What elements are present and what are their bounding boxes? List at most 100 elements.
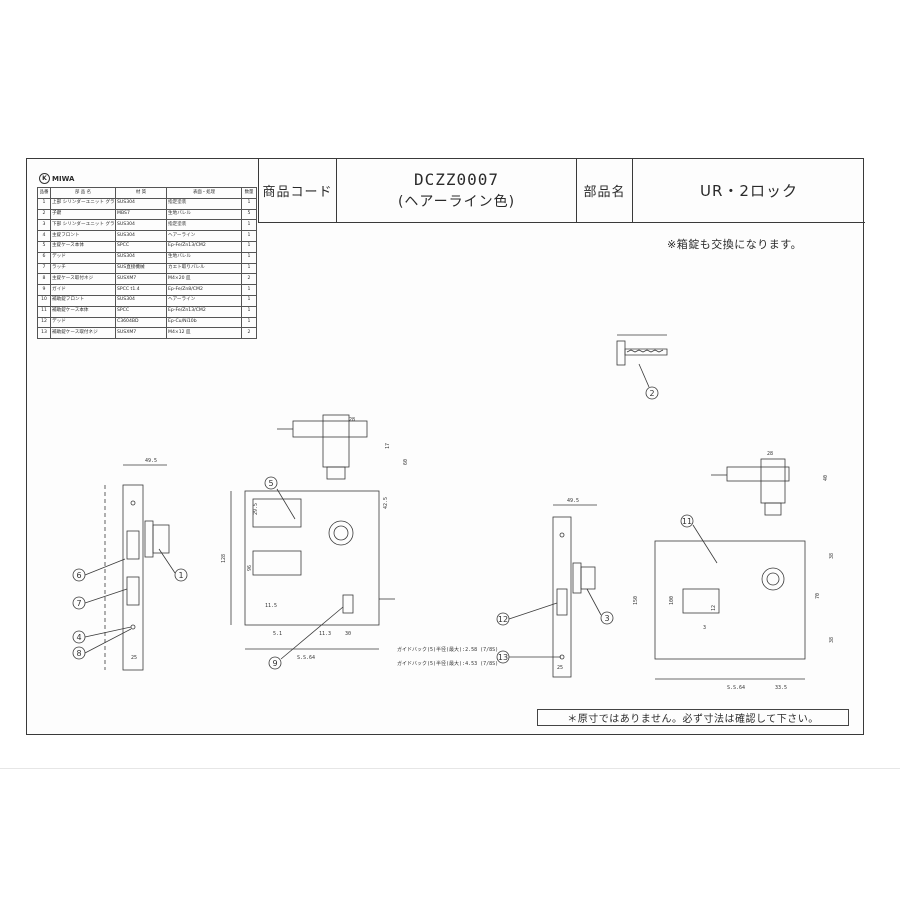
- callout-1: 1: [178, 571, 183, 580]
- callout-leader-3: [586, 588, 602, 616]
- dim-label-14: 25: [131, 655, 137, 661]
- main-case-cylinder-core: [333, 525, 349, 541]
- table-row: 1上部 シリンダーユニット グラシャフトSUS304指定塗装1: [37, 197, 257, 210]
- aux-front-screw-top: [559, 532, 565, 538]
- dim-label-1b: 49.5: [567, 498, 579, 504]
- aux-cylinder-knob: [580, 566, 596, 590]
- aux-front-plate: [552, 516, 572, 678]
- dim-label-7: 38: [829, 637, 835, 643]
- main-case-latch: [252, 550, 302, 576]
- callout-leader-2: [638, 363, 650, 388]
- dim-label-5: 70: [815, 593, 821, 599]
- parts-header-qty: 数量: [241, 187, 257, 199]
- key-cuts: [626, 349, 664, 353]
- aux-top-bolt-shaft: [726, 466, 790, 482]
- table-row: 3下部 シリンダーユニット グラシャフトSUS304指定塗装1: [37, 219, 257, 232]
- parts-cell-c4: 1: [241, 219, 257, 232]
- aux-cylinder-side: [572, 562, 582, 594]
- main-lock-body: [230, 414, 380, 650]
- parts-table-cell: [27, 159, 259, 223]
- notice-top: ※箱錠も交換になります。: [667, 238, 803, 251]
- main-front-plate: [122, 484, 144, 671]
- parts-list-header-row: 品番 部 品 名 材 質 表面・処理 数量: [37, 187, 257, 199]
- parts-list: 品番 部 品 名 材 質 表面・処理 数量 1上部 シリンダーユニット グラシャ…: [37, 187, 257, 340]
- miwa-logo: K MIWA: [39, 173, 74, 184]
- part-name: UR・2ロック: [700, 182, 798, 200]
- callout-circle-11: [680, 514, 694, 528]
- key-drawing: [616, 334, 668, 400]
- key-head-shape: [616, 340, 626, 366]
- dim-label-20: 17: [385, 443, 391, 449]
- dim-label-12: S.S.64: [727, 685, 745, 691]
- callout-13: 13: [498, 653, 508, 662]
- main-top-cylinder-housing: [322, 414, 350, 468]
- parts-cell-c4: 2: [241, 327, 257, 340]
- aux-lock-body: [654, 458, 806, 680]
- main-front-deadbolt-slot: [126, 530, 140, 560]
- page-bottom-rule: [0, 768, 900, 769]
- dim-label-9: 11.3: [319, 631, 331, 637]
- callout-6: 6: [76, 571, 81, 580]
- callout-leader-4: [84, 626, 132, 638]
- callout-circle-1: [174, 568, 188, 582]
- note-guide-2: ガイドバック(5)半径(最大):4.53 (7/8S): [397, 660, 498, 667]
- main-cylinder-knob: [152, 524, 170, 554]
- callout-3: 3: [604, 614, 609, 623]
- parts-cell-c4: 1: [241, 197, 257, 210]
- note-guide-1: ガイドバック(5)半径(最大):2.58 (7/8S): [397, 646, 498, 653]
- aux-case-deadbolt: [682, 588, 720, 614]
- callout-leader-8: [84, 628, 132, 654]
- dim-label-18: 11.5: [265, 603, 277, 609]
- callout-circle-5: [264, 476, 278, 490]
- callout-leader-1: [158, 548, 176, 574]
- main-front-screw-top: [130, 500, 136, 506]
- aux-case-outline: [654, 540, 806, 660]
- callout-leader-7: [84, 588, 128, 604]
- technical-drawing: 1 2 3 4 5 6 7 8 9 11 12 13 49.5 49.5 96 …: [72, 334, 835, 691]
- callout-11: 11: [682, 517, 692, 526]
- miwa-logo-mark: K: [39, 173, 50, 184]
- callout-circle-3: [600, 611, 614, 625]
- callout-circle-9: [268, 656, 282, 670]
- callout-leader-6: [84, 558, 126, 576]
- aux-case-cylinder-ring: [761, 567, 785, 591]
- main-top-bolt-shaft: [292, 420, 368, 438]
- dim-label-3: 128: [221, 554, 227, 563]
- parts-list-table: 品番 部 品 名 材 質 表面・処理 数量 1上部 シリンダーユニット グラシャ…: [37, 187, 257, 340]
- aux-lock-front: [552, 504, 597, 678]
- aux-case-cylinder-core: [766, 572, 780, 586]
- parts-cell-c4: 5: [241, 208, 257, 221]
- product-code-label: 商品コード: [262, 185, 333, 200]
- callout-4: 4: [76, 633, 81, 642]
- dim-label-19: 42.5: [383, 497, 389, 509]
- part-name-label: 部品名: [583, 185, 626, 200]
- part-name-cell: UR・2ロック: [633, 159, 865, 223]
- dim-label-16: 28: [349, 417, 355, 423]
- main-top-cylinder-neck: [326, 466, 346, 480]
- dim-label-8: 5.1: [273, 631, 282, 637]
- dim-label-6: 38: [829, 553, 835, 559]
- dim-label-24: 60: [403, 459, 409, 465]
- dim-label-21: 29.5: [253, 503, 259, 515]
- product-code: DCZZ0007: [413, 169, 500, 189]
- dim-label-10: 30: [345, 631, 351, 637]
- callout-leader-11: [692, 524, 718, 564]
- dim-label-15: 25: [557, 665, 563, 671]
- product-code-label-cell: 商品コード: [259, 159, 337, 223]
- aux-top-cylinder-neck: [764, 502, 782, 516]
- callout-9: 9: [272, 659, 277, 668]
- dim-label-13: 33.5: [775, 685, 787, 691]
- miwa-logo-text: MIWA: [52, 174, 75, 183]
- drawing-sheet: K MIWA 商品コード DCZZ0007 (ヘアーライン色) 部品名 UR・2…: [26, 158, 865, 735]
- callout-8: 8: [76, 649, 81, 658]
- callout-leader-12: [508, 602, 558, 620]
- dim-label-2: 96: [247, 565, 253, 571]
- callout-leader-9: [280, 606, 344, 660]
- dim-label-25: 40: [823, 475, 829, 481]
